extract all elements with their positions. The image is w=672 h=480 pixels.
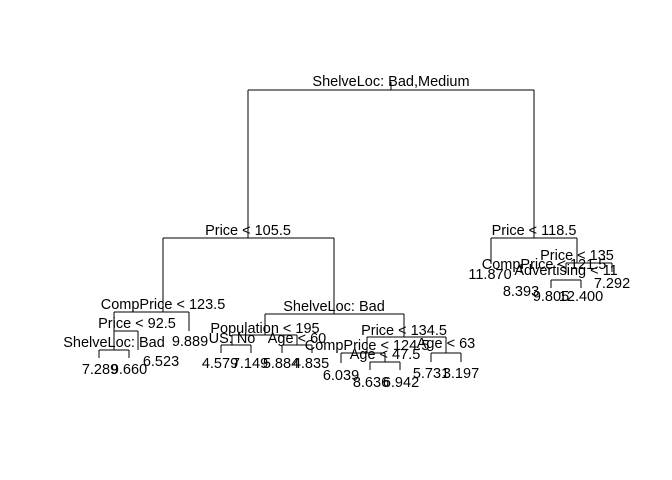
leaf-value: 11.870	[468, 267, 511, 283]
split-label-lrrll: Age < 47.5	[350, 347, 421, 363]
split-label-lrr: Price < 134.5	[361, 323, 447, 339]
split-label-lll: Price < 92.5	[98, 316, 176, 332]
leaf-value: 7.149	[232, 356, 268, 372]
split-label-rr: Price < 135	[540, 248, 614, 264]
tree-branches	[98, 82, 613, 370]
split-label-lrrr: Age < 63	[417, 336, 475, 352]
leaf-value: 6.039	[323, 368, 359, 384]
leaf-value: 8.393	[503, 284, 539, 300]
split-label-lrll: US: No	[209, 331, 256, 347]
leaf-value: 5.884	[263, 356, 299, 372]
split-label-lrlr: Age < 60	[268, 331, 326, 347]
leaf-value: 5.731	[413, 366, 449, 382]
split-label-lr: ShelveLoc: Bad	[283, 299, 385, 315]
leaf-values: 7.289 9.660 6.523 9.889 4.579 7.149 5.88…	[82, 267, 630, 391]
split-label-lrrl: CompPrice < 124.5	[305, 338, 430, 354]
split-labels: ShelveLoc: Bad,Medium Price < 105.5 Pric…	[63, 74, 617, 363]
split-label-root: ShelveLoc: Bad,Medium	[312, 74, 469, 90]
leaf-value: 6.942	[383, 375, 419, 391]
leaf-value: 9.660	[111, 362, 147, 378]
split-label-llll: ShelveLoc: Bad	[63, 335, 165, 351]
leaf-value: 9.805	[533, 289, 569, 305]
leaf-value: 6.523	[143, 354, 179, 370]
leaf-value: 4.835	[293, 356, 329, 372]
leaf-value: 7.289	[82, 362, 118, 378]
split-label-left: Price < 105.5	[205, 223, 291, 239]
split-label-rl: CompPrice < 121.5	[482, 257, 607, 273]
leaf-value: 9.889	[172, 334, 208, 350]
leaf-value: 4.579	[202, 356, 238, 372]
split-label-rrl: Advertising < 11	[514, 263, 617, 279]
split-label-right: Price < 118.5	[492, 223, 577, 239]
leaf-value: 12.400	[559, 289, 603, 305]
split-label-lrl: Population < 195	[210, 321, 319, 337]
leaf-value: 3.197	[443, 366, 479, 382]
split-label-ll: CompPrice < 123.5	[101, 297, 226, 313]
leaf-value: 7.292	[594, 276, 630, 292]
leaf-value: 8.636	[353, 375, 389, 391]
